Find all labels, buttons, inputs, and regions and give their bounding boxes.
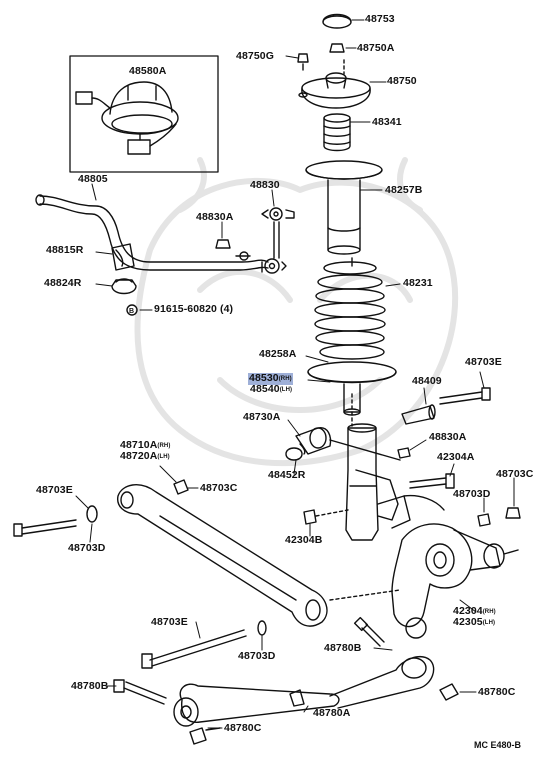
label-48703D-low: 48703D — [238, 650, 276, 662]
label-48753: 48753 — [365, 13, 395, 25]
label-48830: 48830 — [250, 179, 280, 191]
label-48780B-mid: 48780B — [324, 642, 362, 654]
label-48530-number: 48530 — [249, 372, 279, 384]
label-48720A-side: (LH) — [157, 454, 170, 460]
label-48815R: 48815R — [46, 244, 84, 256]
label-48580A: 48580A — [129, 65, 167, 77]
label-48257B: 48257B — [385, 184, 423, 196]
label-48703E-low: 48703E — [151, 616, 188, 628]
label-42304-number: 42304 — [453, 605, 483, 617]
inset-48580A — [69, 55, 219, 173]
stabilizer-bar: B — [35, 194, 269, 316]
steering-knuckle — [303, 494, 519, 639]
stabilizer-link — [261, 207, 295, 274]
strut-top-parts — [297, 13, 383, 255]
label-48750: 48750 — [387, 75, 417, 87]
label-48703C-mid: 48703C — [200, 482, 238, 494]
label-42305-number: 42305 — [453, 616, 483, 628]
label-48730A: 48730A — [243, 411, 281, 423]
label-48409: 48409 — [412, 375, 442, 387]
label-48830A-mid: 48830A — [429, 431, 467, 443]
lateral-link — [113, 616, 459, 745]
label-48703D-right: 48703D — [453, 488, 491, 500]
leader-lines — [75, 19, 515, 729]
label-48540-number: 48540 — [250, 383, 280, 395]
label-48750A: 48750A — [357, 42, 395, 54]
label-48720A-number: 48720A — [120, 450, 158, 462]
label-48824R: 48824R — [44, 277, 82, 289]
label-48720A: 48720A(LH) — [120, 451, 170, 463]
label-48530-side: (RH) — [278, 376, 292, 382]
label-48780B-left: 48780B — [71, 680, 109, 692]
label-48341: 48341 — [372, 116, 402, 128]
arm-bushing — [285, 427, 401, 461]
coil-spring — [314, 257, 386, 360]
label-48540-side: (LH) — [279, 387, 293, 393]
lower-control-arm — [13, 479, 401, 669]
label-42305: 42305(LH) — [453, 617, 495, 629]
strut-bolts — [397, 387, 521, 527]
label-48710A-side: (RH) — [157, 443, 171, 449]
label-42305-side: (LH) — [482, 620, 496, 626]
label-48710A-number: 48710A — [120, 439, 158, 451]
diagram-code: MC E480-B — [474, 740, 522, 750]
label-48830A-top: 48830A — [196, 211, 234, 223]
label-48231: 48231 — [403, 277, 433, 289]
label-48452R: 48452R — [268, 469, 306, 481]
label-48703D-left: 48703D — [68, 542, 106, 554]
label-48780C-right: 48780C — [478, 686, 516, 698]
label-42304: 42304(RH) — [453, 606, 496, 618]
shock-absorber — [307, 361, 399, 541]
label-42304A: 42304A — [437, 451, 475, 463]
label-48780C-low: 48780C — [224, 722, 262, 734]
label-48750G: 48750G — [236, 50, 274, 62]
label-48703E-right: 48703E — [465, 356, 502, 368]
label-42304-side: (RH) — [482, 609, 496, 615]
label-48540: 48540(LH) — [250, 384, 292, 396]
label-48710A: 48710A(RH) — [120, 440, 170, 452]
label-48703E-left: 48703E — [36, 484, 73, 496]
label-48780A: 48780A — [313, 707, 351, 719]
label-48703C-right: 48703C — [496, 468, 534, 480]
label-48805: 48805 — [78, 173, 108, 185]
label-42304B: 42304B — [285, 534, 323, 546]
bolt-symbol: B — [129, 308, 134, 315]
label-91615-60820: 91615-60820 (4) — [154, 303, 234, 315]
label-48258A: 48258A — [259, 348, 297, 360]
label-48530-highlighted[interactable]: 48530(RH) — [248, 373, 293, 385]
